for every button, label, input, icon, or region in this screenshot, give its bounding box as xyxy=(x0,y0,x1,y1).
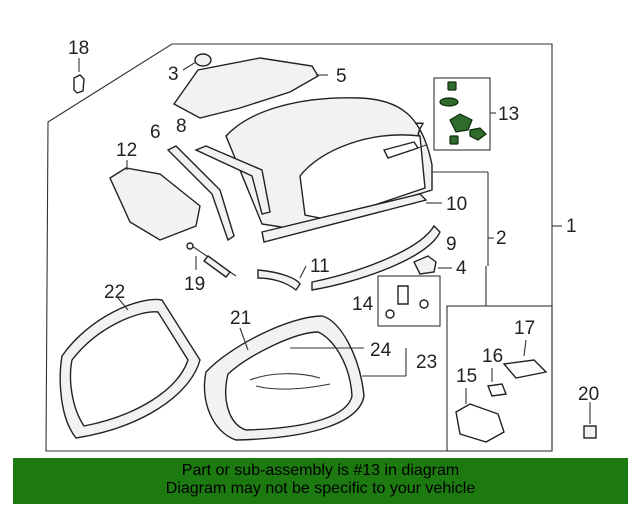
callout-17: 17 xyxy=(514,318,535,339)
info-banner: Part or sub-assembly is #13 in diagram D… xyxy=(13,458,628,504)
callout-6: 6 xyxy=(150,122,161,143)
callout-9: 9 xyxy=(446,234,457,255)
assembly-frame xyxy=(45,43,553,452)
part-13-subassembly xyxy=(433,77,496,151)
callout-24: 24 xyxy=(370,340,392,361)
part-8-strip xyxy=(194,145,271,215)
parts-diagram: 1 2 3 4 5 6 7 8 9 10 11 12 13 14 15 16 1… xyxy=(45,38,599,452)
banner-line-2: Diagram may not be specific to your vehi… xyxy=(165,480,476,497)
callout-3: 3 xyxy=(168,64,179,85)
part-20-bolt xyxy=(583,402,597,439)
part-6-strip xyxy=(166,145,235,242)
part-11-seal xyxy=(257,265,307,292)
part-4-bracket xyxy=(413,255,452,275)
callout-21: 21 xyxy=(230,308,251,329)
callout-2: 2 xyxy=(496,228,507,249)
part-12-trim-panel xyxy=(109,160,201,241)
callout-8: 8 xyxy=(176,116,187,137)
part-14-inset xyxy=(377,275,441,327)
part-21-deck-lid xyxy=(203,315,365,441)
callout-13: 13 xyxy=(498,104,519,125)
part-18-clip xyxy=(73,58,85,94)
part-3-grommet xyxy=(182,53,212,71)
parts-15-16-17-inset xyxy=(446,305,553,452)
callout-18: 18 xyxy=(68,38,89,59)
callout-22: 22 xyxy=(104,282,125,303)
callout-19: 19 xyxy=(184,274,205,295)
part-10-seal xyxy=(261,193,442,243)
banner-line-1: Part or sub-assembly is #13 in diagram xyxy=(181,462,460,479)
callout-7: 7 xyxy=(414,120,425,141)
part-7-roof-shell xyxy=(225,97,433,231)
part-9-seal xyxy=(311,224,441,291)
part-22-rear-glass xyxy=(59,297,201,439)
callout-16: 16 xyxy=(482,346,503,367)
callout-4: 4 xyxy=(456,258,467,279)
callout-23: 23 xyxy=(416,352,437,373)
callout-12: 12 xyxy=(116,140,137,161)
callout-11: 11 xyxy=(310,256,330,277)
callout-1: 1 xyxy=(566,216,577,237)
callout-14: 14 xyxy=(352,294,374,315)
part-19-cable xyxy=(186,242,237,278)
callout-20: 20 xyxy=(578,384,599,405)
callout-10: 10 xyxy=(446,194,467,215)
part-5-top-panel xyxy=(172,57,328,119)
callout-5: 5 xyxy=(336,66,347,87)
callout-15: 15 xyxy=(456,366,477,387)
